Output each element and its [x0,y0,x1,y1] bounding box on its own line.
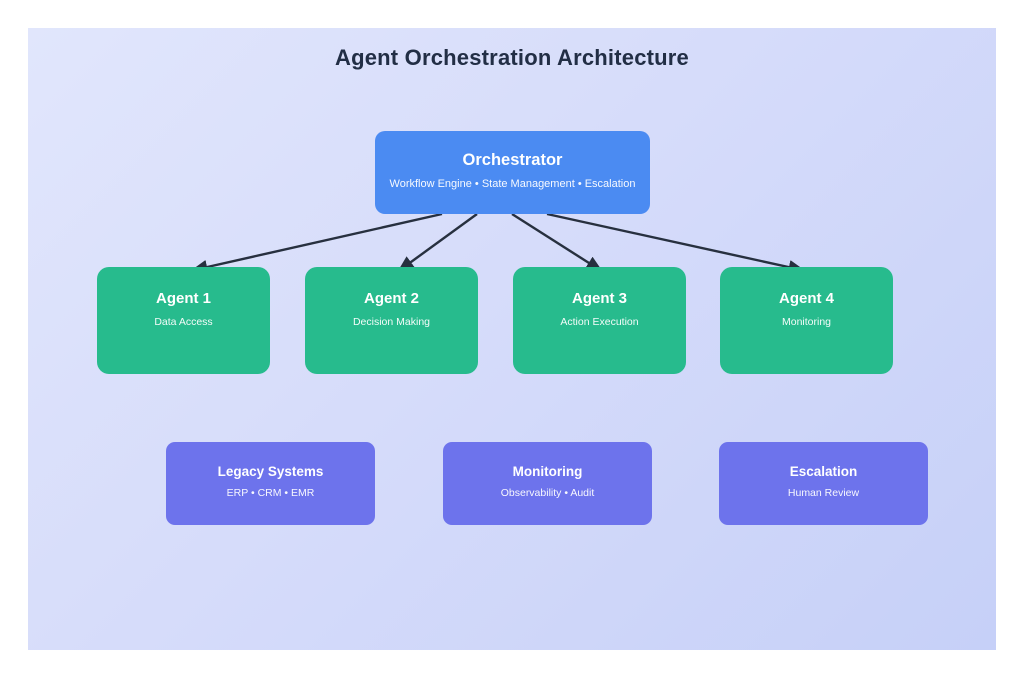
legacy-systems-subtitle: ERP • CRM • EMR [226,487,315,499]
diagram-title: Agent Orchestration Architecture [335,45,689,70]
node-escalation: Escalation Human Review [719,442,928,525]
agent-2-title: Agent 2 [363,290,419,307]
node-legacy-systems: Legacy Systems ERP • CRM • EMR [166,442,375,525]
orchestrator-subtitle: Workflow Engine • State Management • Esc… [389,178,636,190]
node-agent-4: Agent 4 Monitoring [720,267,893,374]
arrow-orchestrator-agent-2 [397,213,478,272]
agent-4-title: Agent 4 [778,290,834,307]
agent-2-subtitle: Decision Making [352,316,431,328]
node-monitoring: Monitoring Observability • Audit [443,442,652,525]
node-agent-3: Agent 3 Action Execution [513,267,686,374]
arrow-orchestrator-agent-4 [546,212,806,275]
monitoring-subtitle: Observability • Audit [500,487,595,499]
monitoring-title: Monitoring [512,464,583,479]
agent-1-title: Agent 1 [155,290,211,307]
escalation-title: Escalation [789,464,858,479]
escalation-subtitle: Human Review [787,487,860,499]
arrow-orchestrator-agent-3 [511,212,603,272]
legacy-systems-title: Legacy Systems [217,464,324,479]
orchestrator-title: Orchestrator [462,151,563,169]
node-agent-2: Agent 2 Decision Making [305,267,478,374]
node-orchestrator: Orchestrator Workflow Engine • State Man… [375,131,650,214]
agent-4-subtitle: Monitoring [781,316,832,328]
node-agent-1: Agent 1 Data Access [97,267,270,374]
arrow-orchestrator-agent-1 [190,212,443,275]
diagram-panel: Agent Orchestration Architecture Orchest… [28,28,996,650]
agent-1-subtitle: Data Access [154,316,213,328]
agent-3-subtitle: Action Execution [560,316,639,328]
agent-3-title: Agent 3 [571,290,627,307]
